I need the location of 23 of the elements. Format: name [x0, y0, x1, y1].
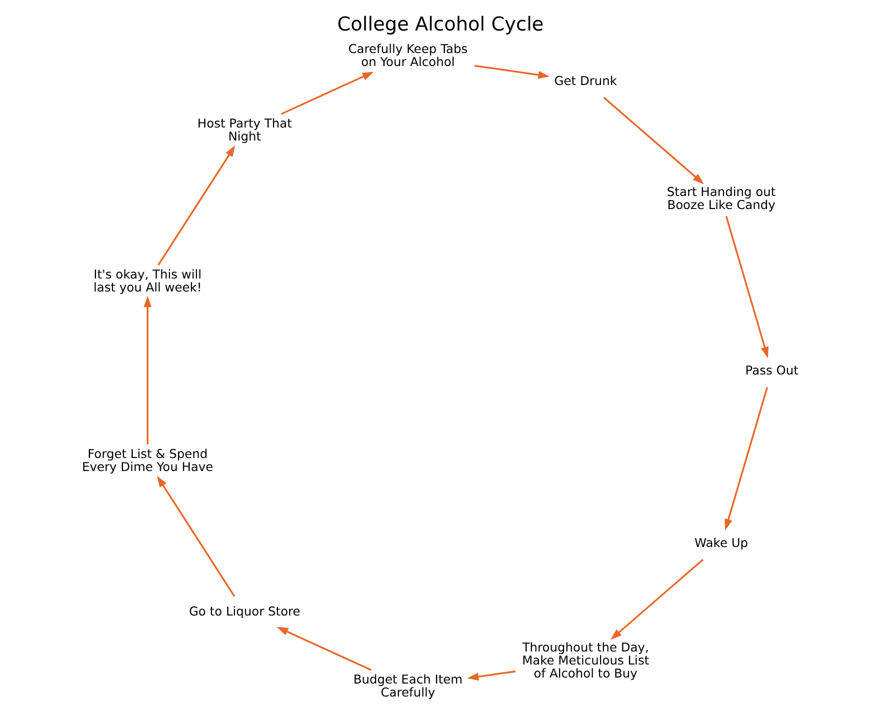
node-text: Throughout the Day, Make Meticulous List of Alcohol to Buy — [522, 640, 649, 681]
arrow — [602, 96, 704, 184]
node-text: Carefully Keep Tabs on Your Alcohol — [348, 42, 468, 69]
node-text: Host Party That Night — [196, 116, 292, 144]
arrow — [143, 296, 152, 444]
node-text: Wake Up — [694, 536, 748, 550]
arrow — [474, 64, 550, 79]
diagram-title: College Alcohol Cycle — [336, 12, 544, 36]
node-text: Forget List & Spend Every Dime You Have — [82, 446, 213, 474]
arrow — [156, 476, 235, 597]
arrow — [157, 145, 235, 266]
arrow — [610, 558, 704, 640]
node-text: Start Handing out Booze Like Candy — [666, 184, 776, 212]
node-text: Go to Liquor Store — [188, 604, 300, 618]
arrow — [724, 216, 768, 358]
arrow — [724, 387, 768, 530]
node-text: Get Drunk — [554, 74, 616, 88]
arrow — [276, 626, 372, 671]
node-text: Budget Each Item Carefully — [352, 672, 462, 700]
arrow — [466, 670, 516, 681]
node-text: It's okay, This will last you All week! — [92, 267, 202, 295]
node-text: Pass Out — [744, 364, 798, 378]
arrow — [280, 72, 374, 115]
